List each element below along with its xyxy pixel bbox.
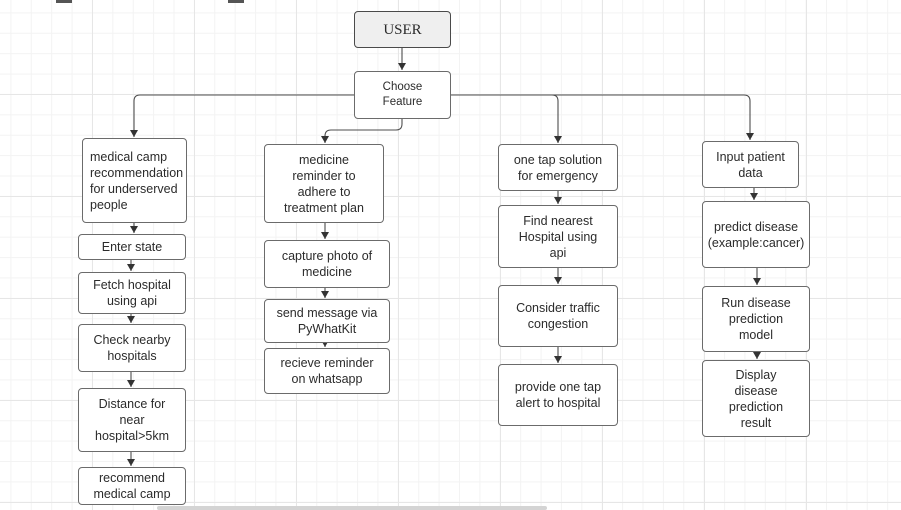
emergency-header-node[interactable]: one tap solution for emergency <box>498 144 618 191</box>
arrowhead-icon <box>554 136 562 143</box>
arrowhead-icon <box>127 316 135 323</box>
arrowhead-icon <box>753 278 761 285</box>
fetch-hospital-label: Fetch hospital using api <box>93 278 171 308</box>
send-message-label: send message via PyWhatKit <box>276 306 378 336</box>
display-result-label: Display disease prediction result <box>728 367 784 430</box>
arrowhead-icon <box>321 291 329 298</box>
toolbar-edge-mark <box>56 0 72 3</box>
receive-reminder-label: recieve reminder on whatsapp <box>280 356 374 386</box>
medical-camp-header-label: medical camp recommendation for underser… <box>90 149 184 212</box>
arrowhead-icon <box>321 136 329 143</box>
connector-choose-to-emergency <box>451 94 559 143</box>
emergency-header-label: one tap solution for emergency <box>513 152 603 183</box>
arrowhead-icon <box>127 380 135 387</box>
enter-state-label: Enter state <box>101 240 163 254</box>
recommend-camp-node[interactable]: recommend medical camp <box>78 467 186 505</box>
connector-choose-to-disease <box>451 94 751 140</box>
arrowhead-icon <box>753 352 761 359</box>
traffic-congestion-node[interactable]: Consider traffic congestion <box>498 285 618 347</box>
predict-disease-node[interactable]: predict disease (example:cancer) <box>702 201 810 268</box>
capture-photo-node[interactable]: capture photo of medicine <box>264 240 390 288</box>
medical-camp-header-node[interactable]: medical camp recommendation for underser… <box>82 138 187 223</box>
arrowhead-icon <box>130 226 138 233</box>
predict-disease-label: predict disease (example:cancer) <box>707 219 805 250</box>
check-nearby-node[interactable]: Check nearby hospitals <box>78 324 186 372</box>
one-tap-alert-label: provide one tap alert to hospital <box>514 380 602 410</box>
display-result-node[interactable]: Display disease prediction result <box>702 360 810 437</box>
check-nearby-label: Check nearby hospitals <box>93 333 171 363</box>
run-model-node[interactable]: Run disease prediction model <box>702 286 810 352</box>
choose-feature-node[interactable]: Choose Feature <box>354 71 451 119</box>
find-hospital-label: Find nearest Hospital using api <box>518 213 598 260</box>
traffic-congestion-label: Consider traffic congestion <box>516 301 600 331</box>
user-node[interactable]: USER <box>354 11 451 48</box>
recommend-camp-label: recommend medical camp <box>93 471 171 501</box>
find-hospital-node[interactable]: Find nearest Hospital using api <box>498 205 618 268</box>
run-model-label: Run disease prediction model <box>721 296 791 342</box>
connector-choose-to-medicine <box>324 119 403 143</box>
capture-photo-label: capture photo of medicine <box>281 249 373 279</box>
send-message-node[interactable]: send message via PyWhatKit <box>264 299 390 343</box>
medicine-reminder-header-label: medicine reminder to adhere to treatment… <box>284 152 364 215</box>
choose-feature-label: Choose Feature <box>382 81 423 108</box>
arrowhead-icon <box>554 277 562 284</box>
distance-check-node[interactable]: Distance for near hospital>5km <box>78 388 186 452</box>
medicine-reminder-header-node[interactable]: medicine reminder to adhere to treatment… <box>264 144 384 223</box>
enter-state-node[interactable]: Enter state <box>78 234 186 260</box>
arrowhead-icon <box>398 63 406 70</box>
patient-data-header-label: Input patient data <box>716 149 785 180</box>
arrowhead-icon <box>554 356 562 363</box>
arrowhead-icon <box>554 197 562 204</box>
arrowhead-icon <box>130 130 138 137</box>
user-node-label: USER <box>383 21 422 38</box>
arrowhead-icon <box>127 459 135 466</box>
arrowhead-icon <box>750 193 758 200</box>
horizontal-scrollbar[interactable] <box>157 506 547 510</box>
distance-check-label: Distance for near hospital>5km <box>95 397 169 443</box>
connector-choose-to-medical-camp <box>133 94 354 137</box>
receive-reminder-node[interactable]: recieve reminder on whatsapp <box>264 348 390 394</box>
fetch-hospital-node[interactable]: Fetch hospital using api <box>78 272 186 314</box>
arrowhead-icon <box>746 133 754 140</box>
arrowhead-icon <box>321 232 329 239</box>
patient-data-header-node[interactable]: Input patient data <box>702 141 799 188</box>
arrowhead-icon <box>127 264 135 271</box>
toolbar-edge-mark <box>228 0 244 3</box>
one-tap-alert-node[interactable]: provide one tap alert to hospital <box>498 364 618 426</box>
